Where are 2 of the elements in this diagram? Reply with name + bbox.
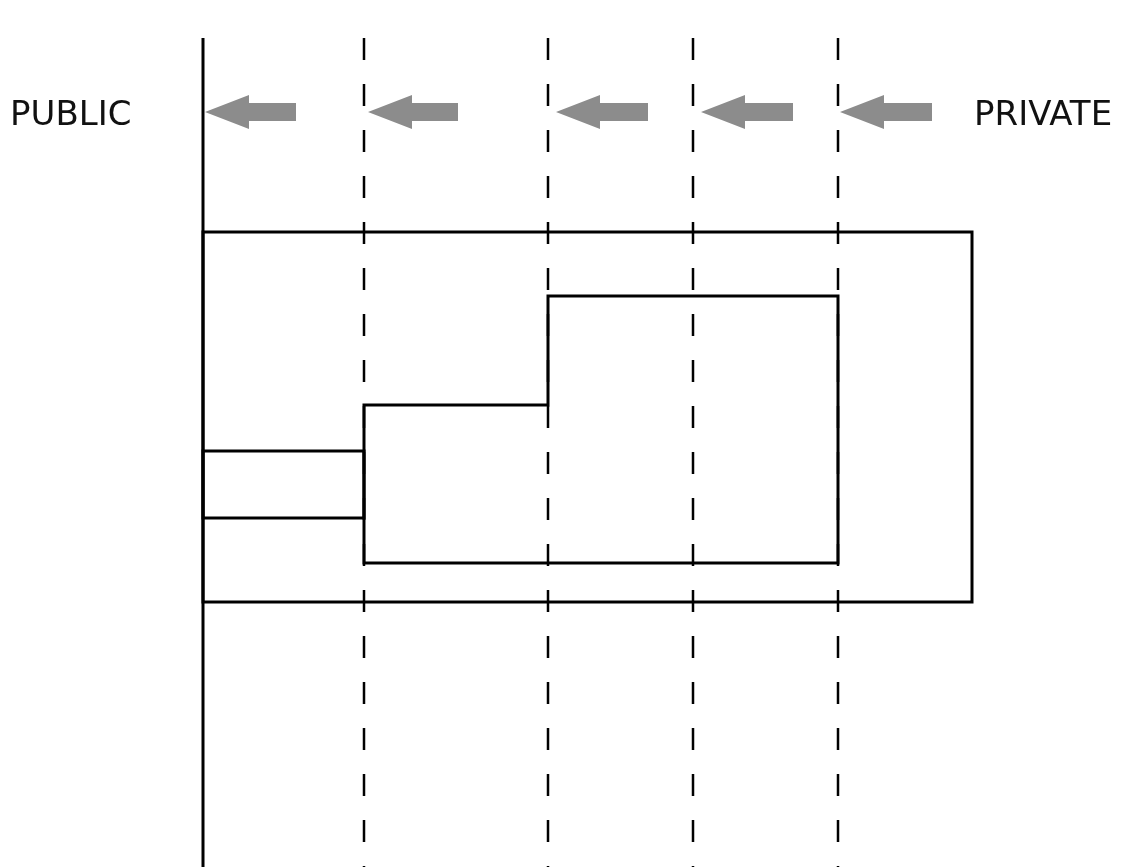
zone-label: PUBLIC <box>10 96 132 130</box>
zone-label: PRIVATE <box>974 96 1113 130</box>
